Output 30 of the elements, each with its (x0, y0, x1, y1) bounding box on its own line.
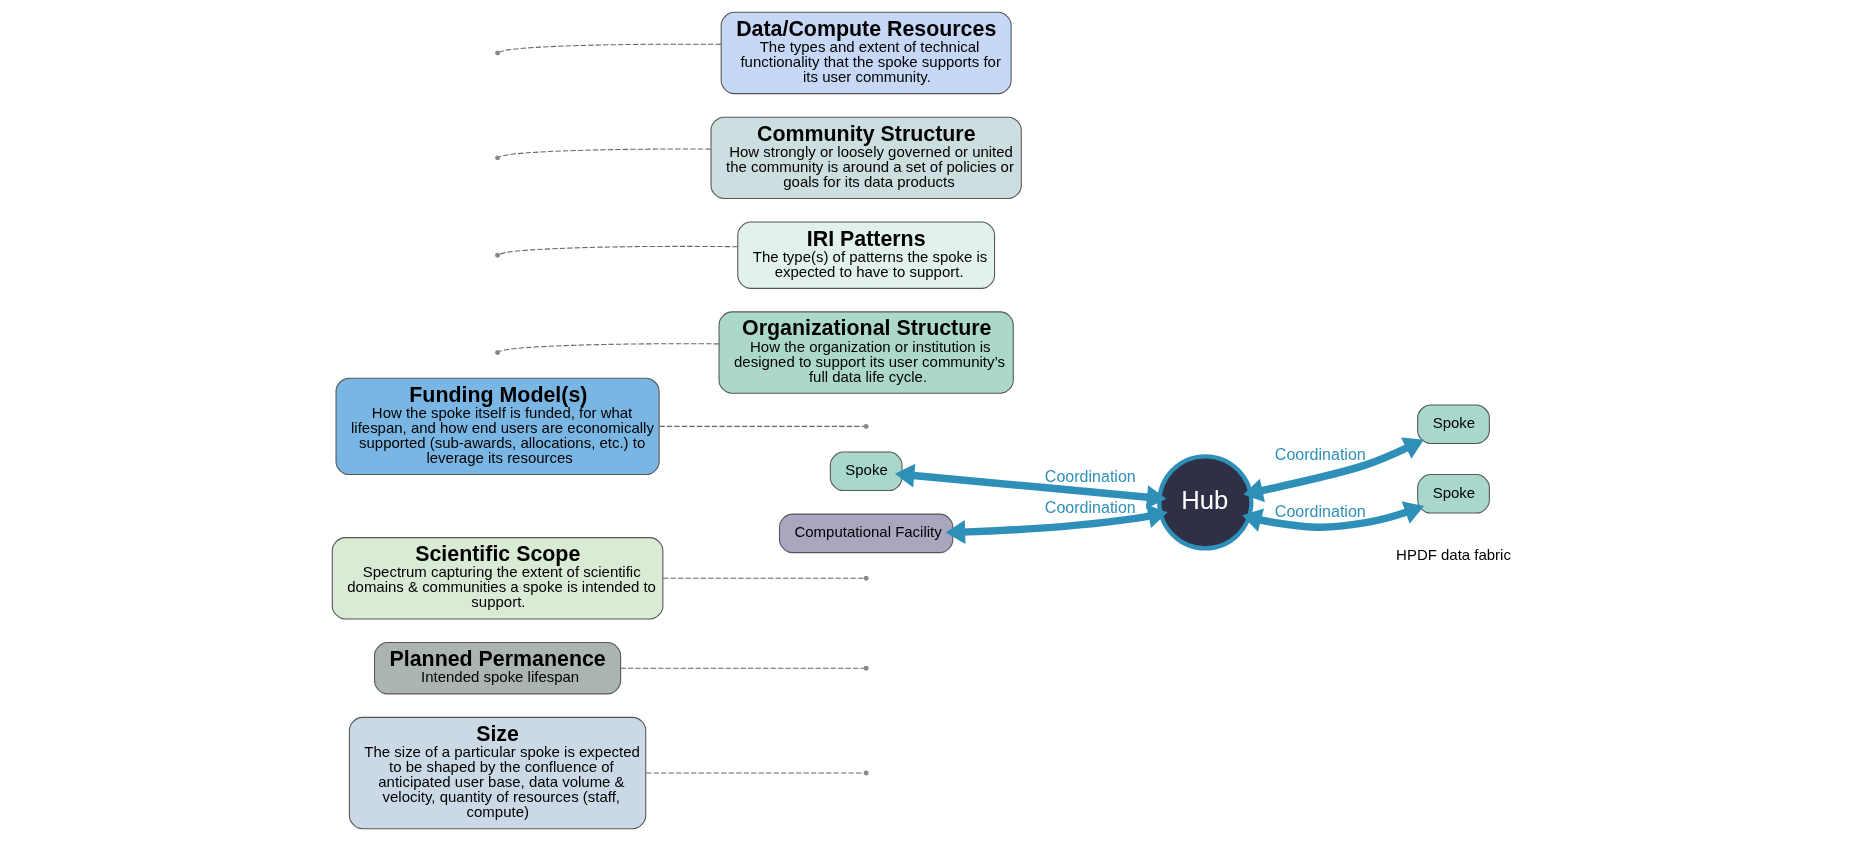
label: HPDF data fabric (1395, 545, 1511, 563)
connector (619, 667, 865, 669)
node-box: Spoke (829, 451, 903, 492)
node-circle: Hub (1156, 454, 1253, 551)
edge-label: Coordination (1274, 502, 1366, 521)
node-box: Organizational Structure How the organization or institution is designed to support its user community’s full data life cycle. (718, 311, 1014, 394)
arrow (1241, 501, 1424, 532)
node-box: IRI Patterns The type(s) of patterns the spoke is expected to have to support. (736, 221, 995, 289)
edge-label: Coordination (1044, 498, 1136, 517)
connector (498, 343, 719, 353)
connector (498, 245, 738, 255)
node-box: Community Structure How strongly or loosely governed or united the community is around a set of policies or goals for its data products (710, 116, 1022, 200)
connector (645, 772, 864, 774)
connector (662, 577, 864, 579)
arrow (894, 463, 1166, 509)
node-box: Planned Permanence Intended spoke lifespan (373, 641, 621, 695)
connector (498, 43, 721, 53)
connector (658, 425, 864, 427)
arrow (945, 504, 1168, 544)
node-box: Spoke (1416, 404, 1490, 445)
edge-label: Coordination (1274, 444, 1366, 463)
node-box: Computational Facility (778, 513, 953, 554)
edge-label: Coordination (1044, 467, 1136, 486)
node-box: Spoke (1416, 474, 1490, 514)
connector (498, 148, 711, 158)
arrow (1242, 437, 1424, 503)
node-box: Scientific Scope Spectrum capturing the extent of scientific domains & communities a spoke is intended to support. (331, 537, 663, 620)
node-box: Funding Model(s) How the spoke itself is funded, for what lifespan, and how end users are economically supported (sub-awards, allocations, etc.) to leverage its resources (335, 377, 660, 476)
node-box: Size The size of a particular spoke is expected to be shaped by the confluence of anticipated user base, data volume & velocity, quantity of resources (staff, compute) (348, 716, 646, 830)
node-box: Data/Compute Resources The types and extent of technical functionality that the spoke supports for its user community. (720, 11, 1012, 95)
